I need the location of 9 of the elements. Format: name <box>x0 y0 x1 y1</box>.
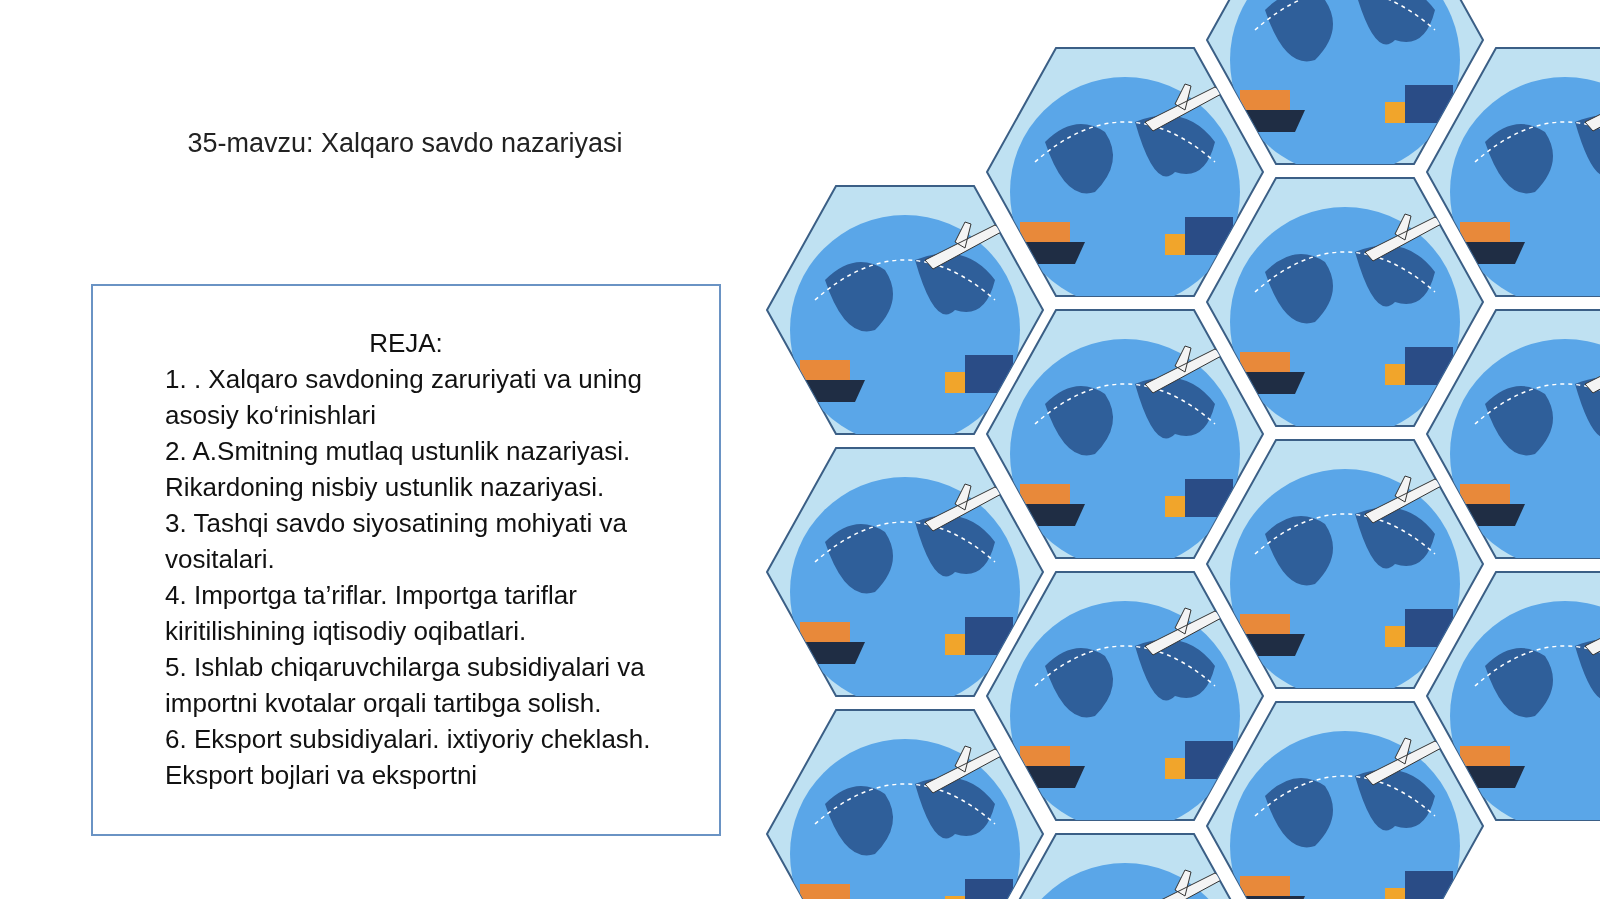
plan-list-item: 5. Ishlab chiqaruvchilarga subsidiyalari va importni kvotalar orqali tartibga solish. <box>164 651 646 720</box>
plan-list-item: 4. Importga ta’riflar. Importga tariflar kiritilishining iqtisodiy oqibatlari. <box>164 579 578 648</box>
plan-box <box>91 284 721 836</box>
plan-heading: REJA: <box>368 328 444 359</box>
plan-list-item: 1. . Xalqaro savdoning zaruriyati va uning asosiy ko‘rinishlari <box>164 363 643 432</box>
slide-title: 35-mavzu: Xalqaro savdo nazariyasi <box>186 128 624 159</box>
plan-list-item: 6. Eksport subsidiyalari. ixtiyoriy cheklash. Eksport bojlari va eksportni <box>164 723 652 792</box>
plan-list-item: 3. Tashqi savdo siyosatining mohiyati va vositalari. <box>164 507 628 576</box>
plan-list-item: 2. A.Smitning mutlaq ustunlik nazariyasi. Rikardoning nisbiy ustunlik nazariyasi. <box>164 435 632 504</box>
